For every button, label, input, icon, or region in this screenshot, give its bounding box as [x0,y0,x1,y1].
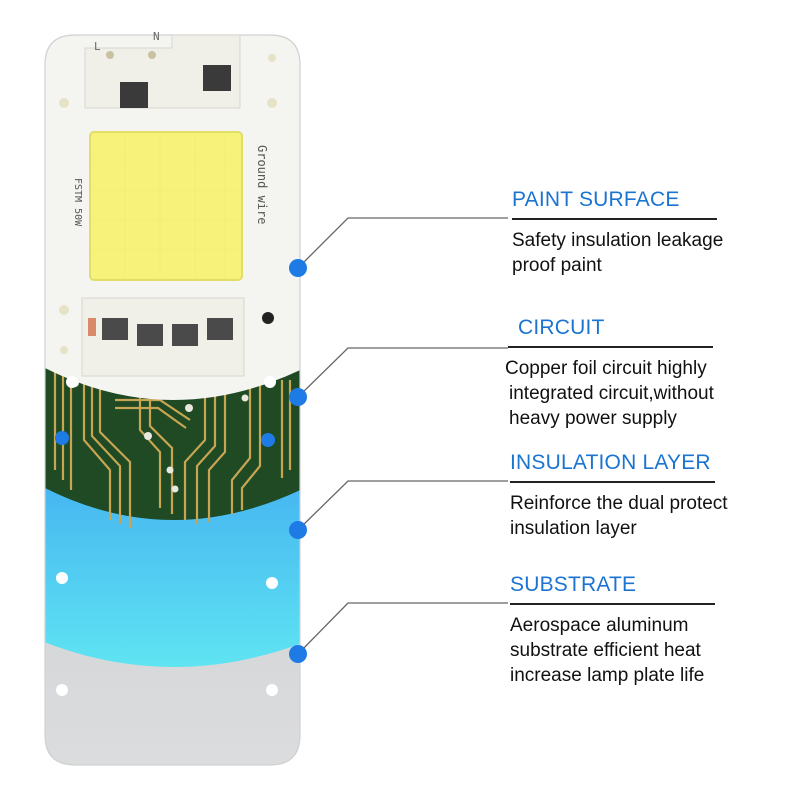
pin-label-n: N [153,30,160,43]
terminal-connector-right [203,65,231,91]
callout-title: SUBSTRATE [510,573,637,596]
circuit-marker-dot [289,388,307,406]
callout-insulation-layer: INSULATION LAYER Reinforce the dual prot… [510,451,800,541]
callout-paint-surface: PAINT SURFACE Safety insulation leakage … [512,188,800,278]
description-line: integrated circuit,without [509,383,714,404]
leader-lines [297,217,508,655]
pin-hole-n [148,51,156,59]
callout-divider [512,218,717,220]
callout-substrate: SUBSTRATE Aerospace aluminum substrate e… [510,573,800,688]
description-line: Safety insulation leakage [512,230,724,251]
callout-description: Copper foil circuit highly integrated ci… [505,356,800,431]
substrate-marker-dot [289,645,307,663]
driver-ic-3 [172,324,198,346]
ground-wire-label: Ground wire [255,145,269,224]
layer-dot [261,433,275,447]
mounting-hole [66,376,78,388]
description-line: Copper foil circuit highly [505,358,707,379]
pin-hole-l [106,51,114,59]
callout-title: PAINT SURFACE [512,188,680,211]
callout-title: INSULATION LAYER [510,451,711,474]
layer-dot [55,431,69,445]
callout-description: Reinforce the dual protect insulation la… [510,491,800,541]
driver-ic-4 [207,318,233,340]
callout-divider [510,481,715,483]
mounting-holes [59,54,277,354]
description-line: Reinforce the dual protect [510,493,728,514]
description-line: heavy power supply [509,408,677,429]
component-pad [88,318,96,336]
mounting-hole [264,376,276,388]
copper-traces [53,360,292,528]
pin-label-l: L [94,40,101,53]
description-line: proof paint [512,255,602,276]
driver-ic-2 [137,324,163,346]
description-line: substrate efficient heat [510,640,701,661]
callout-description: Aerospace aluminum substrate efficient h… [510,613,800,688]
model-label: FSTM 50W [72,178,83,227]
paint-surface-marker-dot [289,259,307,277]
mounting-hole [266,577,278,589]
mounting-hole [266,684,278,696]
callout-title: CIRCUIT [518,316,605,339]
board-outline [44,34,301,766]
driver-ic-1 [102,318,128,340]
insulation-marker-dot [289,521,307,539]
description-line: increase lamp plate life [510,665,705,686]
callout-circuit: CIRCUIT Copper foil circuit highly integ… [505,316,800,431]
callout-description: Safety insulation leakage proof paint [512,228,800,278]
mounting-hole [56,684,68,696]
led-grid [90,132,242,280]
callout-divider [508,346,713,348]
led-chip-area [89,131,243,281]
description-line: insulation layer [510,518,637,539]
terminal-connector-left [120,82,148,108]
mounting-hole [56,572,68,584]
description-line: Aerospace aluminum [510,615,689,636]
callout-divider [510,603,715,605]
